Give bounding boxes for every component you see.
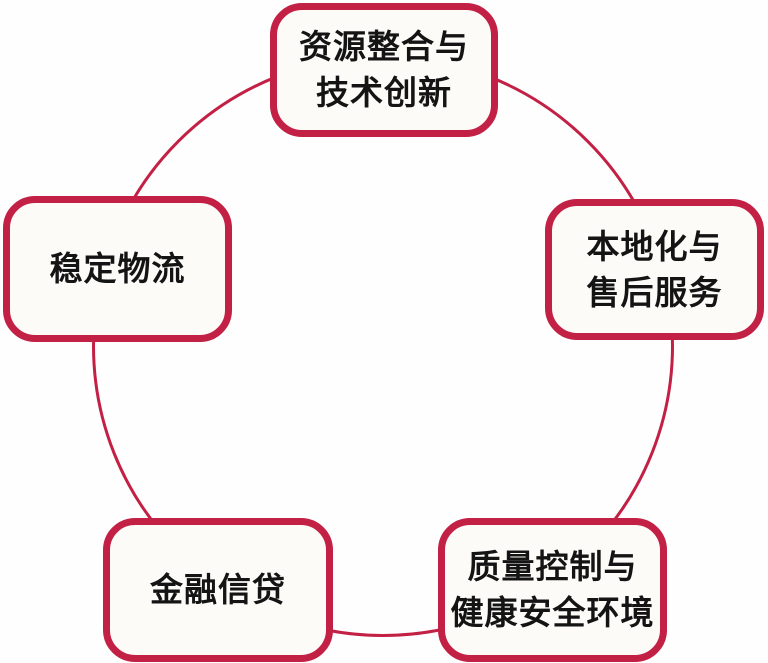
node-label-line: 资源整合与 xyxy=(299,27,469,66)
node-resource-integration: 资源整合与 技术创新 xyxy=(270,3,498,137)
node-quality-hse: 质量控制与 健康安全环境 xyxy=(438,518,667,662)
node-financial-credit: 金融信贷 xyxy=(103,518,333,662)
node-label-line: 售后服务 xyxy=(586,272,723,312)
node-label-line: 健康安全环境 xyxy=(450,593,655,632)
node-stable-logistics: 稳定物流 xyxy=(3,196,232,342)
node-label-line: 技术创新 xyxy=(316,73,452,112)
node-label-line: 金融信贷 xyxy=(150,570,286,609)
node-label-line: 本地化与 xyxy=(586,226,723,266)
node-localization-after-sales: 本地化与 售后服务 xyxy=(545,199,764,340)
node-label-line: 质量控制与 xyxy=(467,547,638,586)
node-label-line: 稳定物流 xyxy=(49,249,186,288)
